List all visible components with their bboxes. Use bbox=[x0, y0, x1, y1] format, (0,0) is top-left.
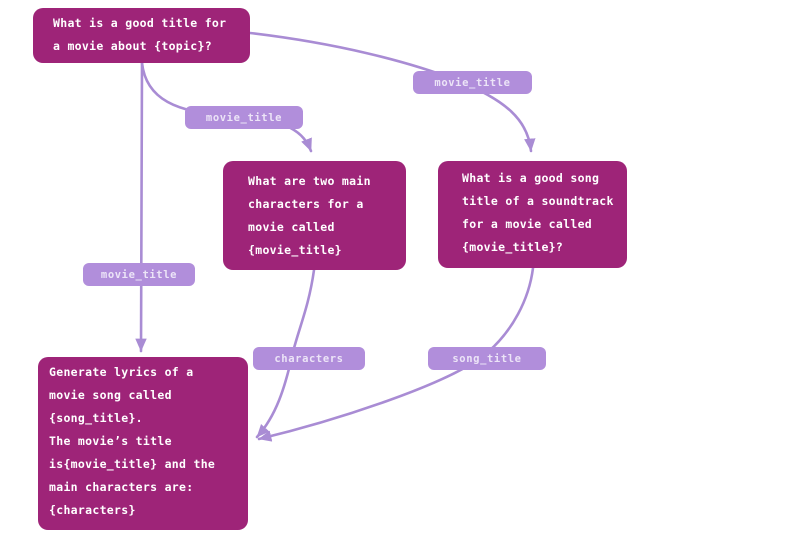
edge-label-song-title: song_title bbox=[428, 347, 546, 370]
node-text-line: The movie’s title bbox=[49, 434, 172, 448]
node-text-line: {movie_title} bbox=[248, 243, 342, 257]
node-text-line: {song_title}. bbox=[49, 411, 143, 425]
node-text-line: a movie about {topic}? bbox=[53, 39, 212, 53]
node-song-title-prompt: What is a good song title of a soundtrac… bbox=[438, 161, 627, 268]
edge-label-movie-title-middle: movie_title bbox=[185, 106, 303, 129]
node-characters-prompt: What are two main characters for a movie… bbox=[223, 161, 406, 270]
node-text-line: title of a soundtrack bbox=[462, 194, 614, 208]
node-text-line: What is a good song bbox=[462, 171, 600, 185]
node-text-line: for a movie called bbox=[462, 217, 593, 231]
node-text-line: is{movie_title} and the bbox=[49, 457, 216, 471]
node-movie-title-prompt: What is a good title for a movie about {… bbox=[33, 8, 250, 63]
node-text-line: What are two main bbox=[248, 174, 371, 188]
edge-movie-title-to-lyrics bbox=[135, 61, 147, 353]
node-text-line: characters for a bbox=[248, 197, 364, 211]
node-text-line: {characters} bbox=[49, 503, 136, 517]
node-text-line: {movie_title}? bbox=[462, 240, 564, 254]
edge-label-characters: characters bbox=[253, 347, 365, 370]
node-text-line: movie song called bbox=[49, 388, 172, 402]
node-text-line: What is a good title for bbox=[53, 16, 227, 30]
node-text-line: Generate lyrics of a bbox=[49, 365, 194, 379]
edge-label-movie-title-left: movie_title bbox=[83, 263, 195, 286]
edge-label-movie-title-top: movie_title bbox=[413, 71, 532, 94]
node-text-line: movie called bbox=[248, 220, 335, 234]
node-text-line: main characters are: bbox=[49, 480, 194, 494]
node-lyrics-prompt: Generate lyrics of a movie song called {… bbox=[38, 357, 248, 530]
